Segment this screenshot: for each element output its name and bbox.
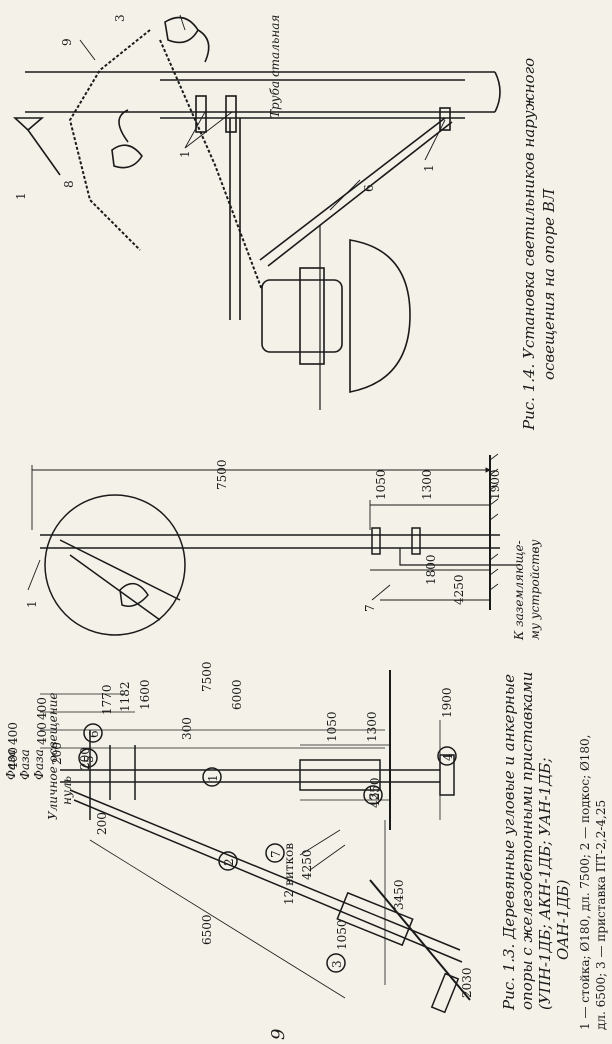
f13-callout-1: 1 [206, 774, 220, 782]
fig14-callout-1a: 1 [14, 192, 28, 200]
pin-insulator [12, 117, 45, 132]
fig14-caption-2: освещения на опоре ВЛ [540, 188, 558, 380]
f13-callout-7: 7 [269, 850, 283, 858]
f13-dim-7500: 7500 [200, 661, 214, 692]
f13-dim-400b: 400 [6, 747, 20, 770]
f13-dim-400c: 400 [35, 697, 49, 720]
f13-dim-300: 300 [180, 717, 194, 740]
f13-dim-6500: 6500 [200, 914, 214, 945]
figure-1-4-luminaire-installation [12, 14, 501, 410]
f13-dim-1050b: 1050 [335, 919, 349, 950]
grounding-conductor [399, 548, 520, 566]
f13-callout-4: 4 [441, 753, 455, 761]
fig13-legend-1: 1 — стойка; Ø180, дл. 7500; 2 — подкос; … [578, 734, 592, 1031]
mid-dim-1900: 1900 [488, 469, 502, 500]
f13-dim-1770: 1770 [100, 684, 114, 715]
f13-dim-1300: 1300 [365, 711, 379, 742]
fig14-callout-6: 6 [362, 184, 376, 192]
mid-dim-7500: 7500 [215, 459, 229, 490]
bracket-vertical [229, 118, 241, 320]
f13-dim-400a: 400 [6, 722, 20, 745]
brace-2 [69, 789, 463, 963]
f13-callout-6: 6 [87, 730, 101, 738]
figure-1-3-angle-anchor-poles [40, 670, 471, 1014]
clamp [195, 95, 207, 133]
f13-dim-200: 200 [50, 742, 64, 765]
wire-label-phase-2: Фаза [18, 749, 32, 780]
page-number: 9 [268, 1028, 289, 1040]
pole-upper [25, 71, 495, 113]
insulator-lower [111, 144, 143, 169]
mid-dim-1800: 1800 [424, 554, 438, 585]
mid-callout-1: 1 [25, 600, 39, 608]
f13-callout-5: 5 [82, 755, 96, 763]
f13-callout-3a: 3 [367, 792, 381, 800]
detail-circle [44, 494, 186, 636]
fig13-caption-1: Рис. 1.3. Деревянные угловые и анкерные [500, 673, 518, 1010]
turns-label: 12 витков [282, 843, 296, 905]
wire-label-phase-3: Фаза [32, 749, 46, 780]
f13-callout-2: 2 [222, 858, 236, 866]
ground-note-1: К заземляюще- [512, 540, 526, 640]
f13-dim-1050: 1050 [325, 711, 339, 742]
f13-dim-2030: 2030 [460, 967, 474, 998]
f13-dim-400d: 400 [35, 722, 49, 745]
figure-middle-pole [27, 453, 520, 636]
mid-callout-7: 7 [363, 604, 377, 612]
clamp [225, 95, 237, 133]
fig13-caption-2: опоры с железобетонными приставками [518, 671, 536, 1010]
mid-dim-1300: 1300 [420, 469, 434, 500]
fig14-caption-1: Рис. 1.4. Установка светильников наружно… [520, 57, 538, 430]
brace-6 [259, 117, 453, 267]
pipe-label: Труба стальная [268, 14, 282, 118]
fig13-caption-3: (УПН-1ДБ; АКН-1ДБ; УАН-1ДБ; [536, 757, 554, 1010]
fig14-callout-9: 9 [60, 38, 74, 46]
insulator-top [164, 16, 199, 44]
twisted-wire [68, 29, 151, 251]
f13-dim-6000: 6000 [230, 679, 244, 710]
fig14-callout-1c: 1 [422, 164, 436, 172]
wire-label-neutral: нуль [60, 775, 74, 805]
ground-note-2: му устройству [528, 539, 542, 640]
mid-dim-1050: 1050 [374, 469, 388, 500]
part-4 [439, 754, 455, 796]
mid-dim-4250: 4250 [452, 574, 466, 605]
fig14-callout-8: 8 [62, 180, 76, 188]
pole [40, 534, 500, 549]
f13-dim-200b: 200 [95, 812, 109, 835]
twisted-wire [159, 39, 263, 291]
f13-dim-1182: 1182 [118, 681, 132, 712]
fig13-legend-2: дл. 6500; 3 — приставка ПТ-2,2-4,25 [594, 799, 608, 1030]
reflector-dish [349, 239, 411, 393]
f13-dim-3450: 3450 [392, 879, 406, 910]
f13-dim-1600: 1600 [138, 679, 152, 710]
post-1 [60, 769, 440, 783]
luminaire-body [261, 279, 343, 353]
steel-pipe [160, 79, 465, 119]
fig14-callout-3: 3 [113, 14, 127, 22]
clamp [439, 107, 451, 131]
f13-callout-3b: 3 [330, 960, 344, 968]
f13-dim-4250b: 4250 [300, 849, 314, 880]
fig14-callout-1b: 1 [178, 150, 192, 158]
f13-dim-1900: 1900 [440, 687, 454, 718]
fig13-caption-4: ОАН-1ДБ) [554, 879, 572, 960]
